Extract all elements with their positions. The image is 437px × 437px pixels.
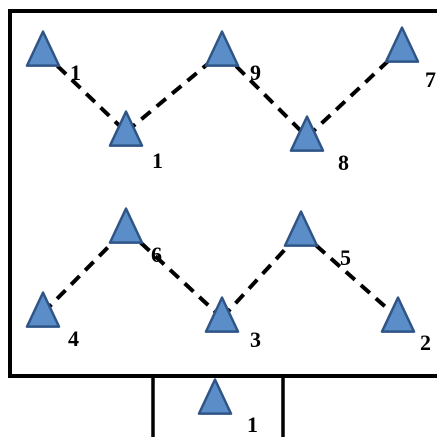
player-triangle-icon (289, 115, 325, 152)
player-p-mid-left: 1 (108, 110, 163, 173)
player-p-low-left: 6 (108, 207, 162, 267)
player-triangle-icon (384, 26, 420, 63)
player-triangle-icon (204, 296, 240, 333)
player-number-label: 1 (247, 412, 258, 437)
player-p-top-mid: 9 (204, 30, 261, 85)
player-number-label: 3 (250, 327, 261, 352)
player-p-goalkeeper: 1 (197, 378, 258, 437)
player-triangle-icon (283, 210, 319, 247)
player-p-mid-right: 8 (289, 115, 349, 175)
player-number-label: 5 (340, 245, 351, 270)
player-number-label: 8 (338, 150, 349, 175)
player-number-label: 9 (250, 60, 261, 85)
player-p-top-right: 7 (384, 26, 436, 92)
player-p-bottom-mid: 3 (204, 296, 261, 352)
player-p-top-left: 1 (25, 30, 81, 85)
player-triangle-icon (197, 378, 233, 415)
player-p-bottom-left: 4 (25, 291, 79, 351)
player-number-label: 1 (152, 148, 163, 173)
player-triangle-icon (25, 30, 61, 67)
player-layer: 1 9 7 1 8 6 5 4 3 2 1 (25, 26, 436, 437)
connector-layer (41, 46, 404, 320)
player-p-bottom-right: 2 (380, 296, 431, 355)
player-number-label: 6 (151, 242, 162, 267)
player-triangle-icon (204, 30, 240, 67)
player-triangle-icon (380, 296, 416, 333)
player-triangle-icon (25, 291, 61, 328)
goal-box (151, 374, 285, 437)
player-p-low-right: 5 (283, 210, 351, 270)
player-triangle-icon (108, 110, 144, 147)
player-triangle-icon (108, 207, 144, 244)
player-number-label: 4 (68, 326, 79, 351)
player-number-label: 1 (70, 60, 81, 85)
player-number-label: 7 (425, 67, 436, 92)
player-number-label: 2 (420, 330, 431, 355)
